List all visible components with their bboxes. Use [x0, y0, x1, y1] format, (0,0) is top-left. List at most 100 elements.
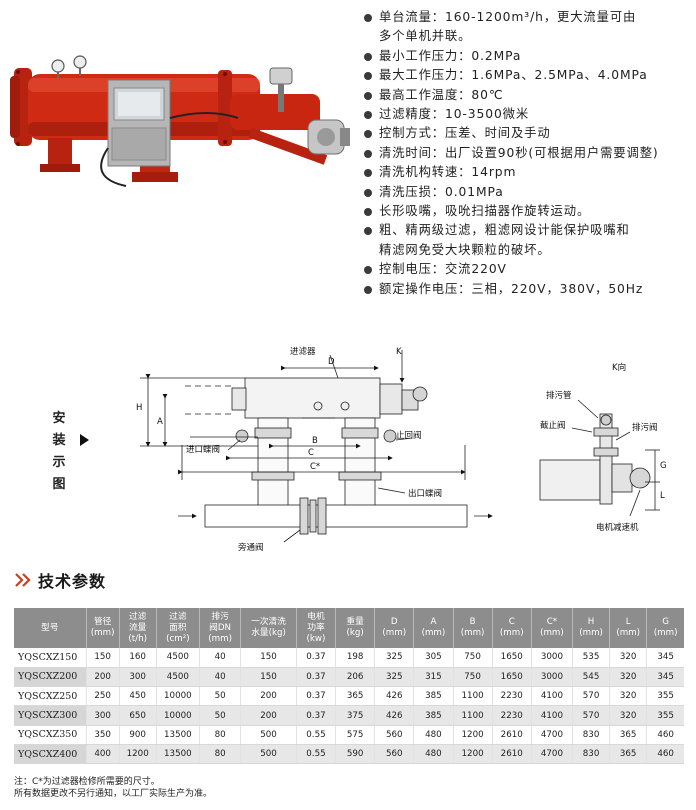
table-cell: 200 [240, 686, 297, 707]
table-cell: 50 [199, 686, 242, 707]
outlet-valve-label: 出口蝶阀 [408, 488, 442, 499]
column-header: 重量(kg) [335, 608, 376, 648]
spec-item: 粗、精两级过滤，粗滤网设计能保护吸嘴和 [364, 221, 694, 240]
check-valve-label: 止回阀 [396, 430, 422, 441]
spec-text: 清洗机构转速：14rpm [379, 165, 517, 180]
drain-valve-label: 排污阀 [632, 422, 658, 433]
spec-item: 最小工作压力：0.2MPa [364, 47, 694, 66]
column-header-line: (mm) [421, 628, 446, 638]
table-cell: 560 [374, 725, 415, 745]
table-cell: 355 [646, 686, 684, 707]
table-cell: 830 [572, 744, 611, 765]
dim-Cstar: C* [310, 462, 320, 472]
section-header: 技术参数 [14, 568, 106, 592]
column-header-line: B [469, 617, 476, 627]
column-header: 一次清洗水量(kg) [240, 608, 297, 648]
bullet-icon [364, 208, 372, 217]
table-cell: 4100 [531, 686, 574, 707]
table-cell: 535 [572, 648, 611, 668]
table-cell: 1200 [453, 725, 493, 745]
table-cell: 0.37 [296, 667, 337, 688]
table-cell: 200 [240, 705, 297, 726]
spec-item: 控制方式：压差、时间及手动 [364, 124, 694, 143]
table-cell: 40 [199, 648, 242, 668]
dim-D: D [328, 357, 335, 367]
column-header-line: H [587, 617, 595, 627]
column-header: G(mm) [646, 608, 684, 648]
table-cell: 320 [609, 705, 648, 726]
table-cell: 545 [572, 667, 611, 688]
spec-item: 最高工作温度：80℃ [364, 86, 694, 105]
table-cell: 385 [413, 686, 454, 707]
spec-text: 控制电压：交流220V [379, 262, 507, 277]
table-cell: 4500 [156, 667, 201, 688]
table-cell: 2230 [492, 686, 532, 707]
column-header-line: 过滤 [169, 611, 187, 622]
bullet-icon [364, 285, 372, 294]
table-cell: 570 [572, 686, 611, 707]
spec-text: 最高工作温度：80℃ [379, 87, 504, 102]
table-header-row: 型号管径(mm)过滤流量(t/h)过滤面积(cm²)排污阀DN(mm)一次清洗水… [14, 608, 684, 648]
table-cell: 480 [413, 725, 454, 745]
table-cell: 1100 [453, 686, 493, 707]
product-photo [10, 55, 350, 187]
dim-L: L [660, 491, 665, 501]
table-cell: 750 [453, 667, 493, 688]
column-header: 电机功率(kw) [296, 608, 337, 648]
column-header-line: (t/h) [128, 633, 147, 644]
install-char: 示 [52, 455, 66, 470]
table-cell: 2610 [492, 725, 532, 745]
spec-item: 额定操作电压：三相，220V，380V，50Hz [364, 280, 694, 299]
table-cell: 4700 [531, 744, 574, 765]
model-cell: YQSCXZ200 [14, 667, 87, 688]
column-header-line: G [662, 617, 669, 627]
spec-text: 多个单机并联。 [379, 29, 472, 44]
column-header-line: (mm) [208, 633, 232, 644]
install-char: 装 [52, 433, 66, 448]
model-cell: YQSCXZ300 [14, 705, 87, 726]
filter-housing [244, 377, 381, 419]
table-cell: 560 [374, 744, 415, 765]
column-header-line: (mm) [90, 628, 115, 638]
table-cell: 1200 [119, 744, 157, 765]
model-cell: YQSCXZ350 [14, 725, 87, 745]
table-cell: 460 [646, 725, 684, 745]
table-cell: 10000 [156, 705, 201, 726]
table-cell: 365 [609, 725, 648, 745]
dim-G: G [660, 461, 667, 471]
table-cell: 200 [86, 667, 120, 688]
table-cell: 2610 [492, 744, 532, 765]
column-header-line: 管径 [93, 617, 112, 627]
table-cell: 590 [335, 744, 376, 765]
spec-text: 清洗时间：出厂设置90秒(可根据用户需要调整) [379, 145, 659, 160]
bullet-icon [364, 266, 372, 275]
dim-A: A [157, 417, 163, 427]
column-header: H(mm) [572, 608, 611, 648]
table-cell: 206 [335, 667, 376, 688]
column-header: 排污阀DN(mm) [199, 608, 242, 648]
column-header: 过滤流量(t/h) [119, 608, 157, 648]
spec-text: 最大工作压力：1.6MPa、2.5MPa、4.0MPa [379, 68, 648, 83]
model-cell: YQSCXZ400 [14, 744, 87, 765]
column-header-line: 重量 [346, 617, 364, 627]
column-header: B(mm) [453, 608, 493, 648]
table-cell: 460 [646, 744, 684, 765]
column-header-line: 水量(kg) [251, 628, 286, 638]
column-header-line: (mm) [382, 628, 407, 638]
table-cell: 900 [119, 725, 157, 745]
table-cell: 575 [335, 725, 376, 745]
column-header-line: 阀DN [209, 622, 232, 633]
table-cell: 4700 [531, 725, 574, 745]
table-cell: 0.37 [296, 686, 337, 707]
table-cell: 320 [609, 648, 648, 668]
table-cell: 198 [335, 648, 376, 668]
column-header-line: 一次清洗 [251, 617, 286, 627]
table-cell: 160 [119, 648, 157, 668]
spec-list: 单台流量：160-1200m³/h，更大流量可由多个单机并联。最小工作压力：0.… [364, 8, 694, 299]
bypass-valve-label: 旁通阀 [238, 542, 264, 553]
table-cell: 50 [199, 705, 242, 726]
spec-text: 长形吸嘴，吸吮扫描器作旋转运动。 [379, 204, 591, 219]
